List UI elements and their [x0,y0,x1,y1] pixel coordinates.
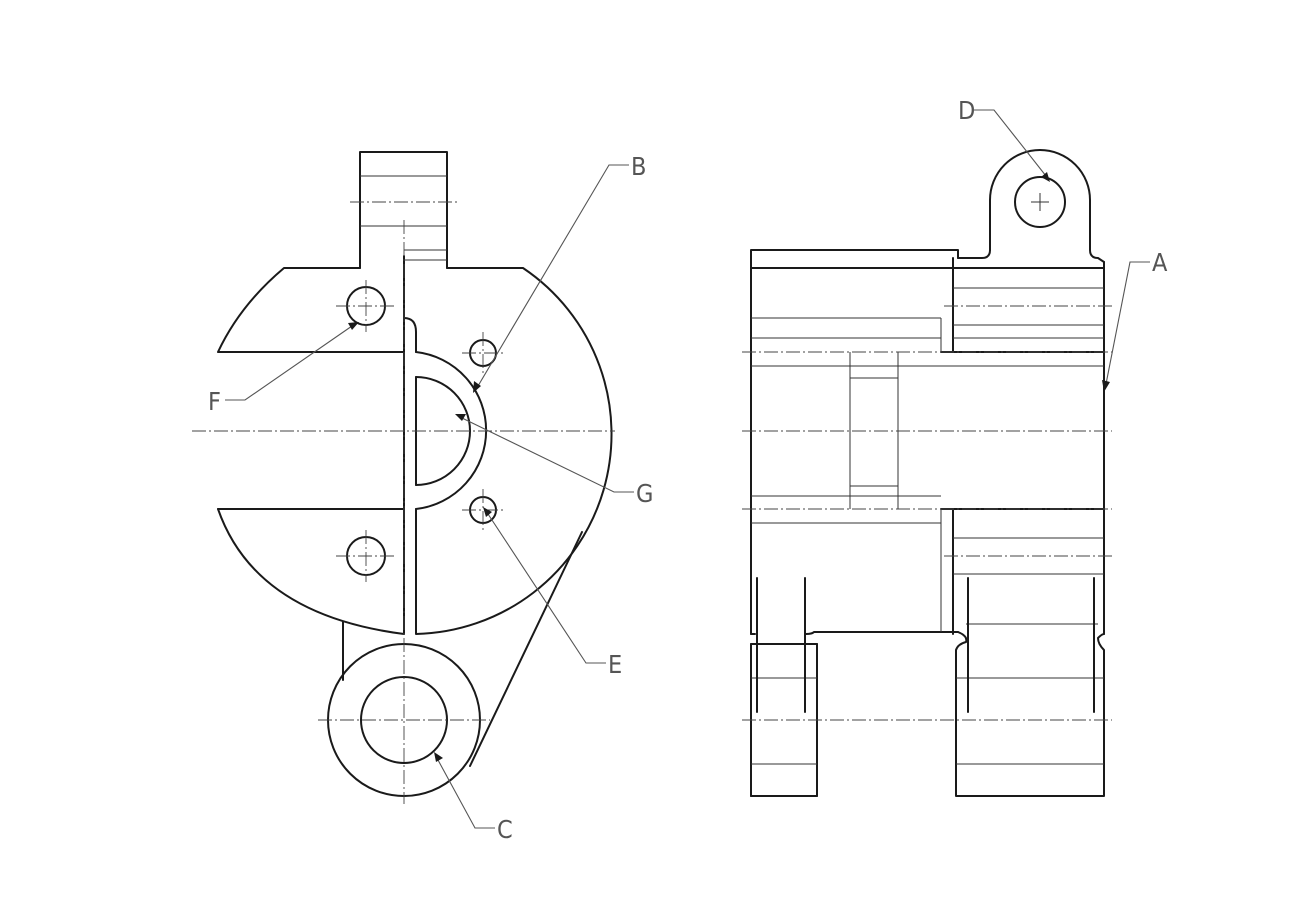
callout-label-c: C [497,815,513,844]
callout-label-b: B [631,152,646,181]
callout-label-g: G [636,479,653,508]
callout-e: E [483,507,622,679]
callout-label-d: D [958,96,975,125]
callout-label-e: E [608,650,622,679]
callout-b: B [473,152,646,393]
side-internal-lines [751,287,1104,765]
side-view [742,149,1112,797]
callout-d: D [958,96,1050,182]
callout-f: F [208,322,359,416]
callout-c: C [434,752,513,844]
callout-a: A [1102,248,1168,392]
front-top-tab [359,151,448,269]
callout-label-a: A [1152,248,1168,277]
front-body-outline [217,255,613,767]
side-centerlines [742,305,1112,721]
callout-label-f: F [208,387,221,416]
front-view [192,151,615,804]
side-body-outline [750,249,1105,797]
callout-g: G [455,414,653,508]
lug-hole [1014,176,1066,228]
side-lug [957,149,1105,263]
